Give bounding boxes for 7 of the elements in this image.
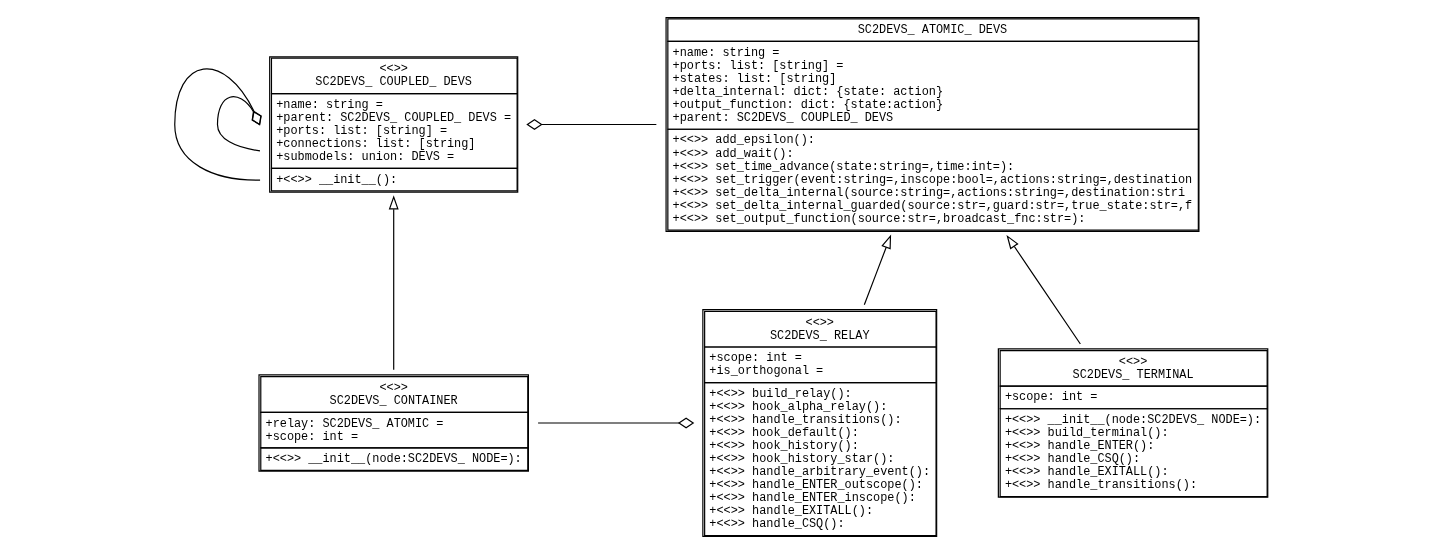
- arrow: [863, 234, 892, 306]
- arrow: [388, 195, 399, 371]
- connector: [174, 68, 262, 181]
- connector: [526, 119, 657, 130]
- connector: [537, 417, 695, 429]
- connector: [216, 96, 262, 152]
- arrow: [1006, 234, 1081, 345]
